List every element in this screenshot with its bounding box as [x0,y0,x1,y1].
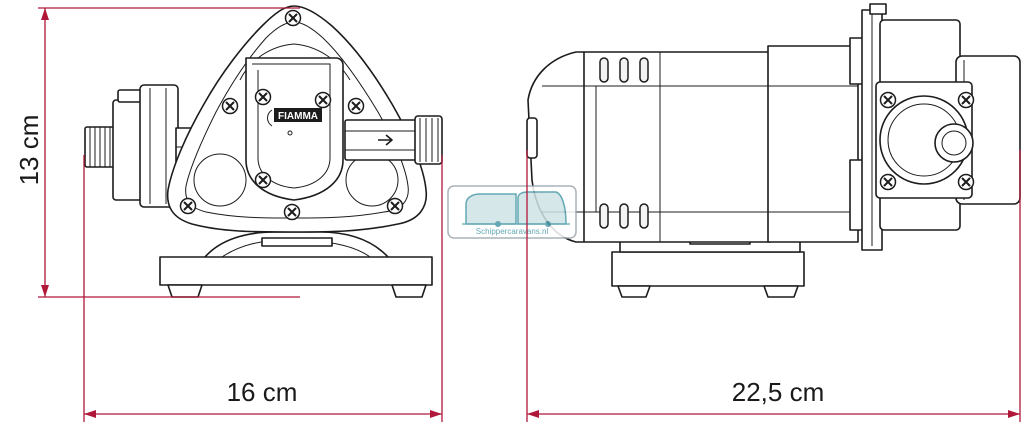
screw-icon [179,197,197,215]
screw-icon [221,97,239,115]
watermark-logo: Schippercaravans.nl [447,185,577,239]
side-pump-head [875,19,1021,231]
height-dimension: 13 cm [14,7,300,298]
screw-icon [879,173,897,191]
front-width-dimension: 16 cm [83,155,443,422]
height-label: 13 cm [14,115,44,186]
screw-icon [254,88,272,106]
side-view [526,3,1021,298]
screw-icon [879,91,897,109]
front-base [159,231,433,298]
screw-icon [314,91,332,109]
screw-icon [957,91,975,109]
side-motor-body [526,37,865,243]
screw-icon [284,9,302,27]
screw-icon [254,171,272,189]
screw-icon [283,203,301,221]
side-length-dimension: 22,5 cm [526,150,1021,422]
brand-plate-text: FIAMMA [278,111,318,122]
screw-icon [347,97,365,115]
brand-plate [274,108,322,122]
front-width-label: 16 cm [227,377,298,407]
front-view: FIAMMA [84,5,443,298]
front-pump-head: FIAMMA [166,5,443,233]
screw-icon [957,173,975,191]
caravan-icon [462,191,570,227]
screw-icon [386,197,404,215]
watermark-text: Schippercaravans.nl [476,227,549,236]
side-length-label: 22,5 cm [732,377,825,407]
